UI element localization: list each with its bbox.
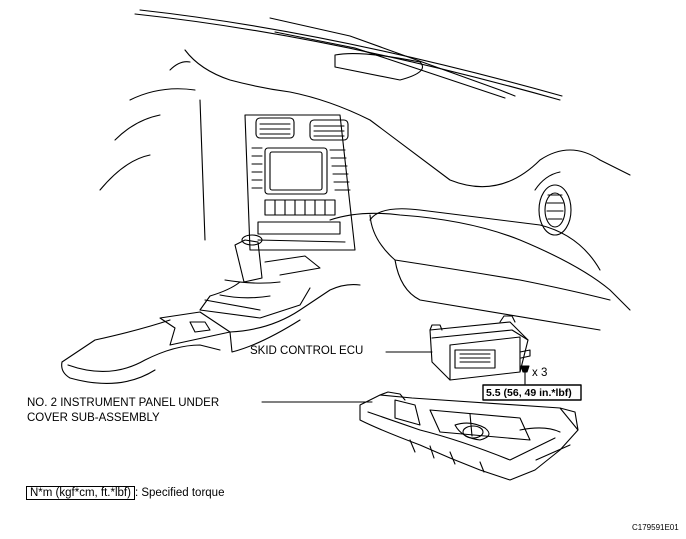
dashboard-body bbox=[99, 49, 631, 331]
torque-legend-description: : Specified torque bbox=[134, 487, 225, 499]
instrument-cover-label-line1: NO. 2 INSTRUMENT PANEL UNDER bbox=[27, 397, 220, 409]
gear-shifter-console bbox=[61, 234, 361, 384]
under-cover-assembly-drawing bbox=[359, 391, 579, 481]
leader-lines bbox=[261, 351, 433, 403]
side-air-vent bbox=[534, 171, 572, 236]
bolt-quantity-label: x 3 bbox=[532, 367, 548, 379]
figure-code: C179591E01 bbox=[632, 523, 679, 532]
center-console-stack bbox=[244, 114, 356, 251]
skid-control-ecu-drawing bbox=[429, 315, 531, 385]
skid-control-ecu-label: SKID CONTROL ECU bbox=[250, 345, 364, 357]
torque-unit-box: N*m (kgf*cm, ft.*lbf) bbox=[26, 486, 135, 500]
torque-value-label: 5.5 (56, 49 in.*lbf) bbox=[486, 387, 572, 399]
torque-legend: N*m (kgf*cm, ft.*lbf): Specified torque bbox=[26, 486, 224, 500]
instrument-cover-label-line2: COVER SUB-ASSEMBLY bbox=[27, 412, 160, 424]
windshield-top bbox=[134, 9, 563, 101]
torque-box-outline bbox=[482, 384, 582, 401]
